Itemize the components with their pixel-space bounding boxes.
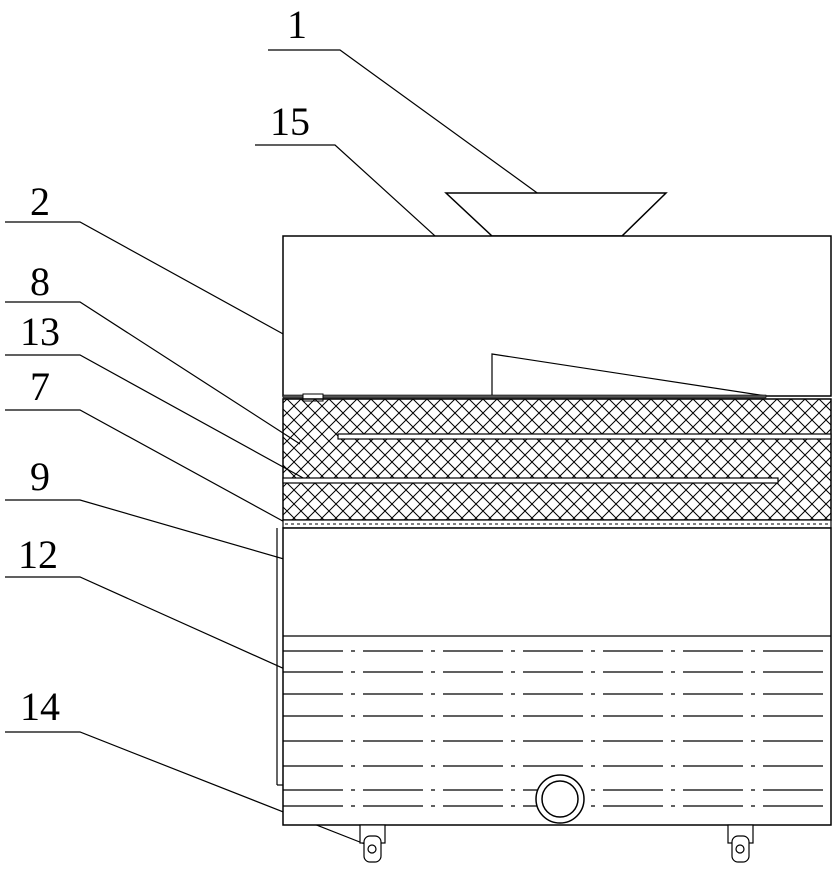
tube-upper bbox=[337, 433, 832, 440]
leader-7 bbox=[5, 409, 291, 526]
leader-9 bbox=[5, 499, 316, 569]
tube-lower bbox=[282, 477, 779, 484]
callout-14: 14 bbox=[20, 684, 60, 729]
callout-1: 1 bbox=[287, 2, 307, 47]
wheel-right bbox=[727, 824, 754, 863]
callout-15: 15 bbox=[270, 99, 310, 144]
callout-12: 12 bbox=[18, 532, 58, 577]
drain-outlet bbox=[535, 774, 585, 824]
top-plate bbox=[282, 394, 767, 399]
inner-tubes bbox=[282, 433, 832, 484]
feed-hopper bbox=[444, 192, 668, 237]
wheel-left bbox=[359, 824, 386, 863]
callout-7: 7 bbox=[30, 364, 50, 409]
callout-8: 8 bbox=[30, 259, 50, 304]
callout-2: 2 bbox=[30, 179, 50, 224]
callout-9: 9 bbox=[30, 454, 50, 499]
callout-13: 13 bbox=[20, 309, 60, 354]
filter-layer bbox=[282, 398, 832, 521]
leader-2 bbox=[5, 221, 286, 336]
leader-lines bbox=[5, 49, 579, 849]
leader-13 bbox=[5, 354, 306, 480]
leader-1 bbox=[268, 49, 541, 196]
leader-14 bbox=[5, 731, 376, 849]
leader-8 bbox=[5, 301, 301, 445]
